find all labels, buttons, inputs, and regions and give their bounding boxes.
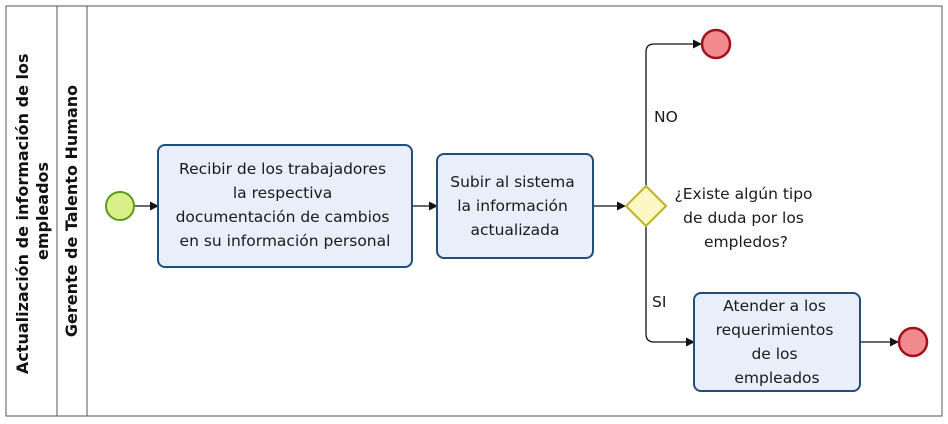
- task-label-line: empleados: [734, 369, 819, 387]
- task-label-line: Subir al sistema: [450, 173, 575, 191]
- task-label-line: en su información personal: [180, 232, 391, 250]
- task-box[interactable]: [693, 292, 861, 392]
- task-upload-system[interactable]: Subir al sistema la información actualiz…: [436, 153, 594, 259]
- task-box[interactable]: [436, 153, 594, 259]
- task-receive-documentation[interactable]: Recibir de los trabajadores la respectiv…: [157, 144, 413, 268]
- gateway-question-line: empledos?: [704, 233, 788, 251]
- flow-label-no: NO: [654, 108, 678, 126]
- task-label-line: la información: [457, 197, 568, 215]
- task-label-line: Recibir de los trabajadores: [179, 160, 386, 178]
- gateway-question: ¿Existe algún tipo de duda por los emple…: [675, 185, 818, 251]
- exclusive-gateway[interactable]: [624, 184, 668, 228]
- task-label-line: actualizada: [470, 221, 559, 239]
- task-label-line: Atender a los: [723, 297, 826, 315]
- task-attend-requirements[interactable]: Atender a los requerimientos de los empl…: [693, 292, 861, 392]
- flow-gateway-no[interactable]: [645, 39, 702, 187]
- gateway-question-line: ¿Existe algún tipo: [675, 185, 813, 203]
- end-event-no[interactable]: [700, 28, 732, 60]
- task-label-line: de los: [751, 345, 797, 363]
- task-label: Recibir de los trabajadores la respectiv…: [176, 160, 395, 250]
- pool-label: Actualización de información de los empl…: [13, 48, 52, 374]
- pool-label-line: empleados: [33, 162, 52, 260]
- task-box[interactable]: [157, 144, 413, 268]
- pool-label-line: Actualización de información de los: [13, 54, 32, 375]
- task-label-line: documentación de cambios: [176, 208, 390, 226]
- task-label: Subir al sistema la información actualiz…: [450, 173, 579, 239]
- task-label-line: requerimientos: [716, 321, 834, 339]
- flow-gateway-yes[interactable]: [645, 226, 695, 347]
- task-label: Atender a los requerimientos de los empl…: [716, 297, 839, 387]
- flow-label-yes: SI: [652, 293, 666, 311]
- gateway-question-line: de duda por los: [683, 209, 804, 227]
- end-event-final[interactable]: [897, 326, 929, 358]
- start-event[interactable]: [105, 191, 135, 221]
- task-label-line: la respectiva: [233, 184, 332, 202]
- lane-label: Gerente de Talento Humano: [62, 85, 81, 337]
